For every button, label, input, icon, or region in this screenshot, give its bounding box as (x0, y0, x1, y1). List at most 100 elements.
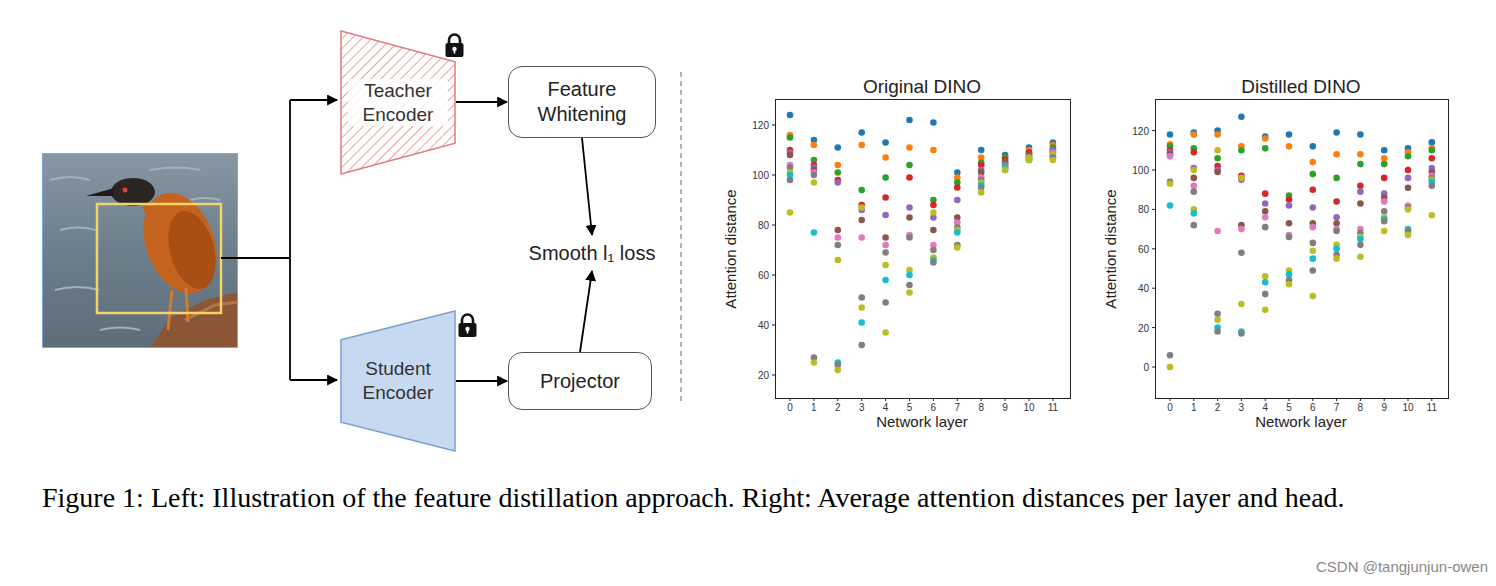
data-point (1191, 131, 1198, 138)
data-point (811, 172, 818, 179)
data-point (1381, 228, 1388, 235)
tick-mark (1384, 398, 1385, 401)
tick-label: 5 (1286, 402, 1292, 413)
data-point (835, 242, 842, 249)
data-point (1262, 145, 1269, 152)
data-point (1286, 196, 1293, 203)
data-point (930, 209, 937, 216)
flow-arrow (456, 380, 507, 382)
data-point (1357, 161, 1364, 168)
scatter-plots (772, 100, 1449, 402)
data-point (787, 134, 794, 141)
axis-label: Attention distance (1103, 189, 1120, 308)
data-point (882, 329, 889, 336)
data-point (882, 249, 889, 256)
data-point (882, 174, 889, 181)
data-point (1167, 352, 1174, 359)
tick-label: 10 (1402, 402, 1413, 413)
tick-mark (813, 398, 814, 401)
node-text: Student Encoder (348, 357, 448, 405)
data-point (1381, 161, 1388, 168)
data-point (1333, 198, 1340, 205)
data-point (1026, 157, 1033, 164)
data-point (882, 154, 889, 161)
data-point (978, 189, 985, 196)
data-point (1214, 228, 1221, 235)
data-point (1238, 301, 1245, 308)
encoder-outline (341, 311, 455, 451)
bird-photo (42, 153, 238, 348)
data-point (1357, 236, 1364, 243)
data-point (1238, 114, 1245, 121)
tick-mark (772, 375, 775, 376)
data-point (835, 257, 842, 264)
tick-label: 1 (811, 402, 817, 413)
data-point (1405, 153, 1412, 160)
data-point (882, 139, 889, 146)
data-point (954, 184, 961, 191)
data-point (1262, 273, 1269, 280)
bird-beak (86, 188, 114, 196)
data-point (1381, 218, 1388, 225)
data-point (1333, 246, 1340, 253)
data-point (882, 194, 889, 201)
data-point (882, 242, 889, 249)
data-point (906, 234, 913, 241)
lock-icon (459, 315, 477, 338)
tick-mark (1152, 170, 1155, 171)
data-point (906, 204, 913, 211)
tick-label: 11 (1427, 402, 1437, 413)
data-point (1191, 210, 1198, 217)
flow-arrow (456, 101, 507, 103)
data-point (835, 144, 842, 151)
tick-mark (933, 398, 934, 401)
data-point (858, 342, 865, 349)
data-point (1262, 135, 1269, 142)
data-point (1286, 202, 1293, 209)
data-point (835, 234, 842, 241)
data-point (1333, 175, 1340, 182)
tick-mark (885, 398, 886, 401)
tick-mark (1152, 367, 1155, 368)
tick-label: 0 (1167, 402, 1173, 413)
data-point (1191, 149, 1198, 156)
data-point (1214, 131, 1221, 138)
tick-label: 1 (1191, 402, 1197, 413)
data-point (858, 304, 865, 311)
tick-label: 9 (1002, 402, 1008, 413)
data-point (1405, 175, 1412, 182)
photo-ground (42, 153, 238, 348)
process-box: Projector (508, 352, 652, 410)
data-point (1191, 182, 1198, 189)
plot-frame (1156, 100, 1449, 399)
data-point (882, 262, 889, 269)
data-point (1310, 224, 1317, 231)
tick-label: 4 (1262, 402, 1268, 413)
crop-box (97, 204, 221, 313)
bird-legs (168, 288, 188, 330)
process-box: Feature Whitening (508, 66, 656, 138)
data-point (1357, 182, 1364, 189)
data-point (1381, 198, 1388, 205)
tick-mark (957, 398, 958, 401)
data-point (1262, 279, 1269, 286)
flow-arrow (582, 138, 592, 235)
data-point (1429, 147, 1436, 154)
data-point (1262, 190, 1269, 197)
data-point (1214, 311, 1221, 318)
tick-mark (790, 398, 791, 401)
data-point (1405, 232, 1412, 239)
data-point (930, 259, 937, 266)
data-point (1333, 129, 1340, 136)
tick-mark (1052, 398, 1053, 401)
data-point (1429, 139, 1436, 146)
data-point (906, 117, 913, 124)
data-point (1238, 175, 1245, 182)
feed-wire (221, 100, 290, 380)
tick-label: 8 (1358, 402, 1364, 413)
data-point (858, 142, 865, 149)
data-point (1214, 316, 1221, 323)
data-point (1191, 222, 1198, 229)
data-point (1191, 175, 1198, 182)
tick-label: 7 (955, 402, 961, 413)
